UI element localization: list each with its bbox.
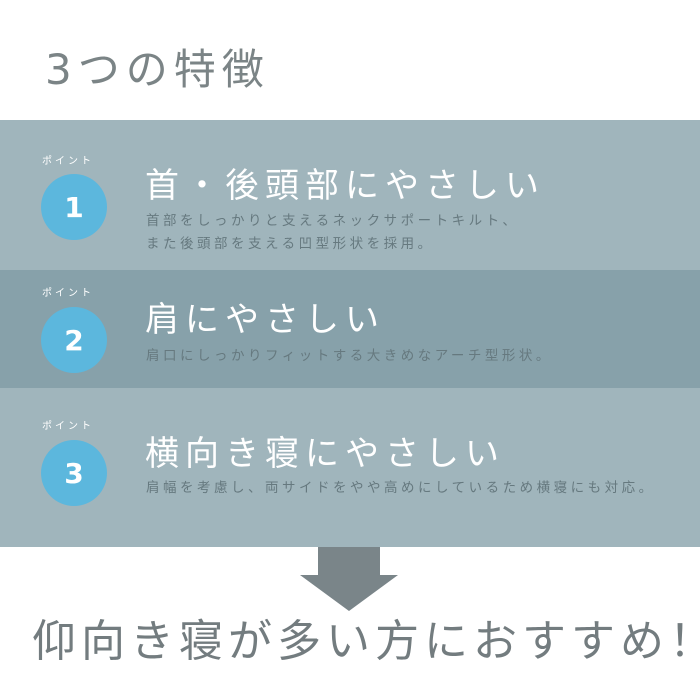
point-heading: 横向き寝にやさしい bbox=[145, 434, 505, 474]
page-title: 3つの特徴 bbox=[45, 45, 270, 94]
point-description-line: 肩口にしっかりフィットする大きめなアーチ型形状。 bbox=[146, 348, 553, 364]
point-heading: 首・後頭部にやさしい bbox=[145, 166, 545, 206]
point-description-line: 肩幅を考慮し、両サイドをやや高めにしているため横寝にも対応。 bbox=[146, 480, 656, 496]
point-label: ポイント bbox=[42, 288, 94, 299]
point-label: ポイント bbox=[42, 421, 94, 432]
point-description-line: また後頭部を支える凹型形状を採用。 bbox=[146, 236, 435, 252]
highlight-band bbox=[0, 270, 700, 388]
point-description-line: 首部をしっかりと支えるネックサポートキルト、 bbox=[146, 213, 520, 229]
point-heading: 肩にやさしい bbox=[145, 300, 385, 340]
point-label: ポイント bbox=[42, 156, 94, 167]
arrow-down-icon bbox=[300, 547, 398, 611]
point-number-badge: 2 bbox=[41, 307, 107, 373]
point-number-badge: 1 bbox=[41, 174, 107, 240]
recommendation-text: 仰向き寝が多い方におすすめ！ bbox=[32, 616, 700, 667]
point-number-badge: 3 bbox=[41, 440, 107, 506]
features-panel: ポイント 1 首・後頭部にやさしい 首部をしっかりと支えるネックサポートキルト、… bbox=[0, 120, 700, 547]
